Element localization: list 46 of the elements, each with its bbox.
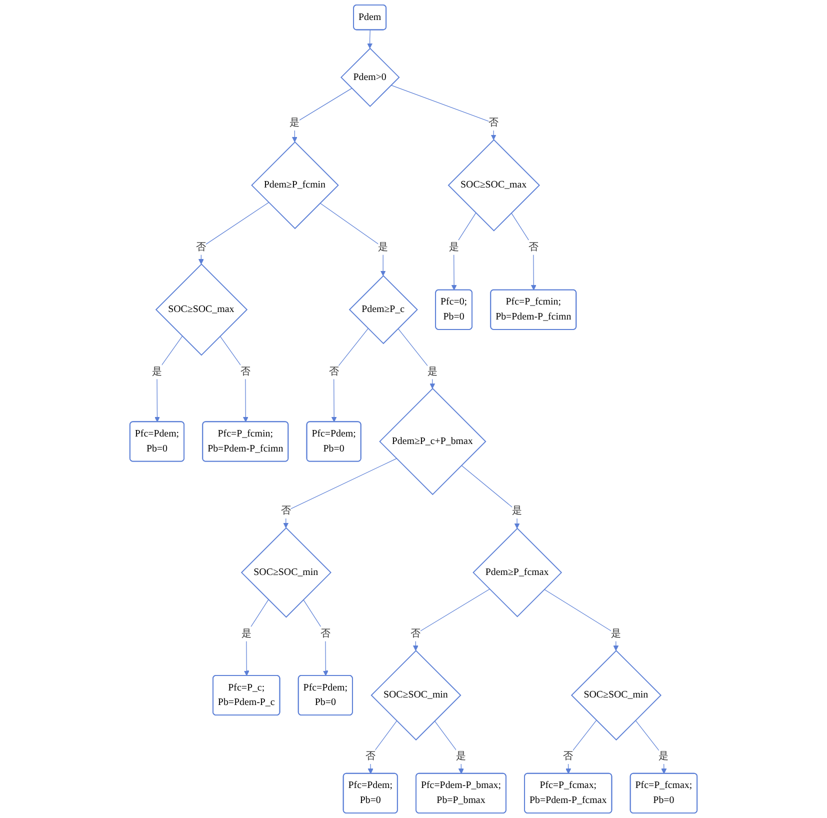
arrow (390, 84, 496, 140)
arrow (511, 212, 536, 290)
edge-label: 否 (280, 506, 291, 516)
edge-label: 否 (320, 628, 330, 639)
node-diamond: Pdem≥P_fcmin (251, 141, 339, 230)
edge-label: 是 (427, 366, 438, 377)
edge-label: 否 (196, 242, 206, 252)
arrow (412, 588, 490, 651)
edge-label: 是 (456, 751, 466, 762)
edge-label: 否 (365, 751, 376, 762)
arrow (566, 720, 597, 774)
edge-label: 是 (241, 628, 252, 639)
node-diamond: Pdem≥P_c (348, 275, 418, 344)
node-diamond: SOC≥SOC_min (240, 527, 332, 618)
edge-label: 是 (152, 366, 162, 377)
arrow (283, 458, 397, 528)
edge-label: 否 (488, 117, 499, 128)
arrow (320, 202, 386, 276)
edge-label: 是 (512, 506, 522, 516)
arrow (398, 328, 436, 389)
arrow (544, 589, 619, 651)
edge-label: 否 (410, 628, 421, 639)
node-diamond: Pdem>0 (340, 48, 400, 107)
arrow (331, 328, 368, 422)
node-diamond: Pdem≥P_c+P_bmax (379, 388, 486, 496)
edge-label: 是 (378, 242, 388, 252)
arrow (198, 202, 270, 264)
node-diamond: SOC≥SOC_max (448, 139, 540, 232)
edge-label: 否 (328, 366, 339, 377)
edge-label: 是 (658, 751, 669, 762)
node-diamond: SOC≥SOC_max (155, 264, 248, 356)
arrow (154, 336, 183, 422)
edge-label: 是 (610, 628, 621, 639)
arrow (220, 336, 248, 422)
node-diamond: SOC≥SOC_min (370, 650, 462, 741)
edge-label: 否 (528, 242, 538, 252)
arrow (292, 88, 352, 142)
arrow (303, 599, 328, 676)
arrow (367, 30, 373, 49)
arrow (461, 465, 520, 529)
node-diamond: Pdem≥P_fcmax (472, 528, 562, 618)
edge-label: 是 (448, 242, 459, 252)
node-diamond: SOC≥SOC_min (570, 650, 662, 741)
edge-label: 是 (290, 117, 300, 128)
edge-label: 否 (240, 366, 250, 377)
edge-label: 否 (563, 751, 574, 762)
